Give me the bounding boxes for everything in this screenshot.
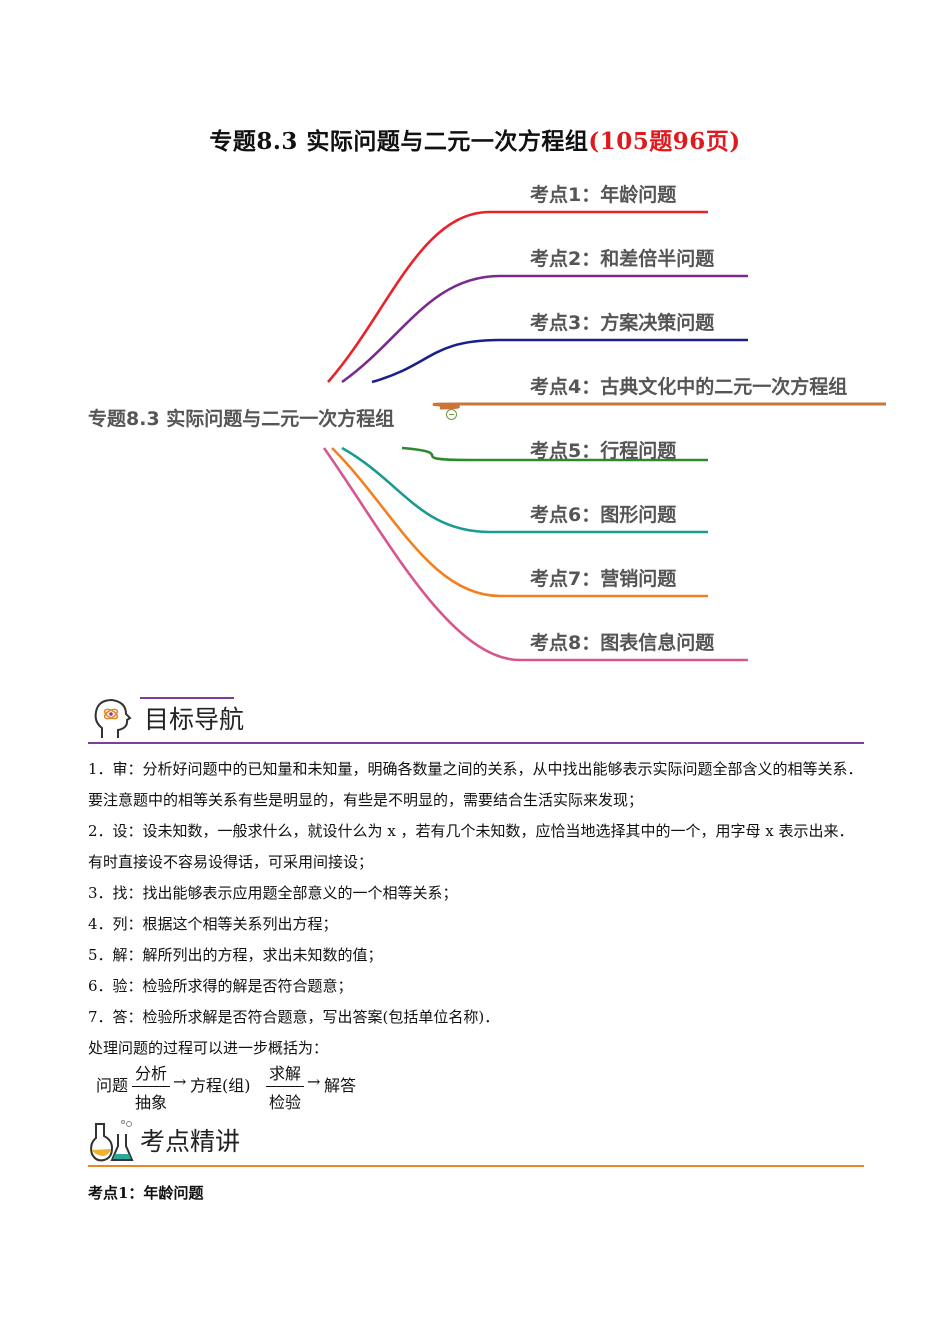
mind-map: 专题8.3 实际问题与二元一次方程组 考点1：年龄问题 考点2：和差倍半问题 考… <box>0 160 950 680</box>
formula-step-2-top: 求解 <box>266 1060 304 1087</box>
key-point-1-title: 考点1：年龄问题 <box>88 1184 204 1202</box>
mind-map-branch-2 <box>341 274 748 384</box>
mind-map-branches <box>322 210 886 662</box>
mind-map-root: 专题8.3 实际问题与二元一次方程组 <box>88 408 395 430</box>
formula-step-2: 求解 检验 <box>266 1060 304 1113</box>
mind-map-node-6: 考点6：图形问题 <box>530 504 677 526</box>
formula-middle: 方程(组) <box>190 1076 251 1095</box>
arrow-right-icon: → <box>307 1072 321 1091</box>
mind-map-branch-4 <box>432 402 886 410</box>
title-main: 专题8.3 实际问题与二元一次方程组 <box>209 128 589 155</box>
section-target-navigation: 目标导航 <box>88 694 864 746</box>
mind-map-node-1: 考点1：年龄问题 <box>530 184 677 206</box>
mind-map-node-2: 考点2：和差倍半问题 <box>530 248 715 270</box>
title-count: (105题96页) <box>588 128 741 155</box>
section-heading: 目标导航 <box>144 705 245 734</box>
step-2: 2．设：设未知数，一般求什么，就设什么为 x ，若有几个未知数，应恰当地选择其中… <box>88 822 854 871</box>
step-6: 6．验：检验所求得的解是否符合题意； <box>88 977 353 995</box>
steps-text: 1．审：分析好问题中的已知量和未知量，明确各数量之间的关系，从中找出能够表示实际… <box>88 754 868 1064</box>
mind-map-node-7: 考点7：营销问题 <box>530 568 677 590</box>
section-divider <box>88 742 864 744</box>
mind-map-branch-3 <box>371 338 748 384</box>
document-title: 专题8.3 实际问题与二元一次方程组(105题96页) <box>0 122 950 156</box>
step-1: 1．审：分析好问题中的已知量和未知量，明确各数量之间的关系，从中找出能够表示实际… <box>88 760 863 809</box>
formula-step-2-bottom: 检验 <box>268 1093 301 1112</box>
collapse-icon[interactable] <box>446 409 457 420</box>
mind-map-node-5: 考点5：行程问题 <box>530 440 677 462</box>
formula-step-1: 分析 抽象 <box>132 1060 170 1113</box>
step-3: 3．找：找出能够表示应用题全部意义的一个相等关系； <box>88 884 458 902</box>
mind-map-node-3: 考点3：方案决策问题 <box>530 312 715 334</box>
arrow-right-icon: → <box>173 1072 187 1091</box>
mind-map-node-4: 考点4：古典文化中的二元一次方程组 <box>530 376 848 398</box>
mind-map-branch-7 <box>331 447 708 598</box>
summary-intro: 处理问题的过程可以进一步概括为： <box>88 1039 329 1057</box>
formula-step-1-top: 分析 <box>132 1060 170 1087</box>
mind-map-node-8: 考点8：图表信息问题 <box>530 632 715 654</box>
section-divider <box>88 1165 864 1167</box>
step-7: 7．答：检验所求解是否符合题意，写出答案(包括单位名称)． <box>88 1008 500 1026</box>
mind-map-branch-5 <box>401 446 708 462</box>
formula-start: 问题 <box>96 1076 129 1095</box>
section-heading: 考点精讲 <box>140 1127 241 1156</box>
mind-map-branch-8 <box>322 447 748 662</box>
formula-end: 解答 <box>324 1076 357 1095</box>
step-4: 4．列：根据这个相等关系列出方程； <box>88 915 338 933</box>
mind-map-branch-1 <box>327 210 708 383</box>
flask-icon <box>90 1120 134 1162</box>
head-brain-icon <box>94 698 132 738</box>
mind-map-branch-6 <box>341 446 708 534</box>
step-5: 5．解：解所列出的方程，求出未知数的值； <box>88 946 383 964</box>
formula-step-1-bottom: 抽象 <box>134 1093 167 1112</box>
section-key-points: 考点精讲 <box>88 1118 864 1168</box>
heading-accent-line <box>140 697 234 699</box>
